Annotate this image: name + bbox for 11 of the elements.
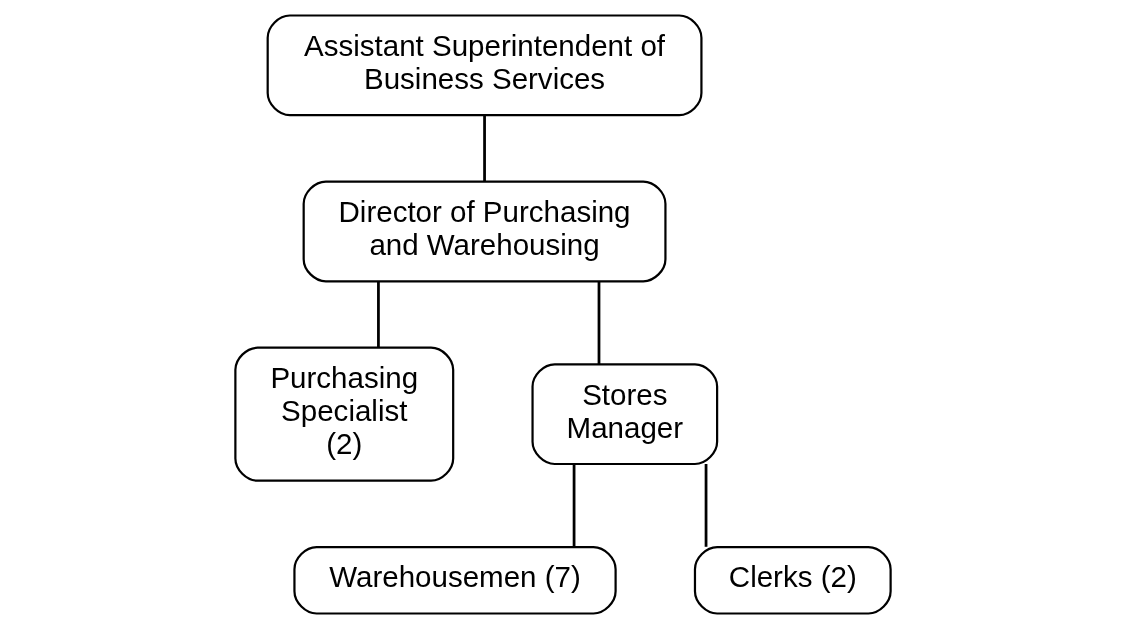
connector <box>704 464 707 547</box>
node-box: Assistant Superintendent of Business Services <box>266 14 703 117</box>
node-box: Purchasing Specialist (2) <box>233 346 454 482</box>
connector <box>482 115 486 182</box>
node-box: Warehousemen (7) <box>292 545 617 615</box>
connector <box>597 281 600 365</box>
node-box: Stores Manager <box>530 363 718 466</box>
node-box: Director of Purchasing and Warehousing <box>302 180 667 283</box>
connector <box>572 464 575 547</box>
connector <box>376 281 380 348</box>
node-box: Clerks (2) <box>693 545 892 615</box>
